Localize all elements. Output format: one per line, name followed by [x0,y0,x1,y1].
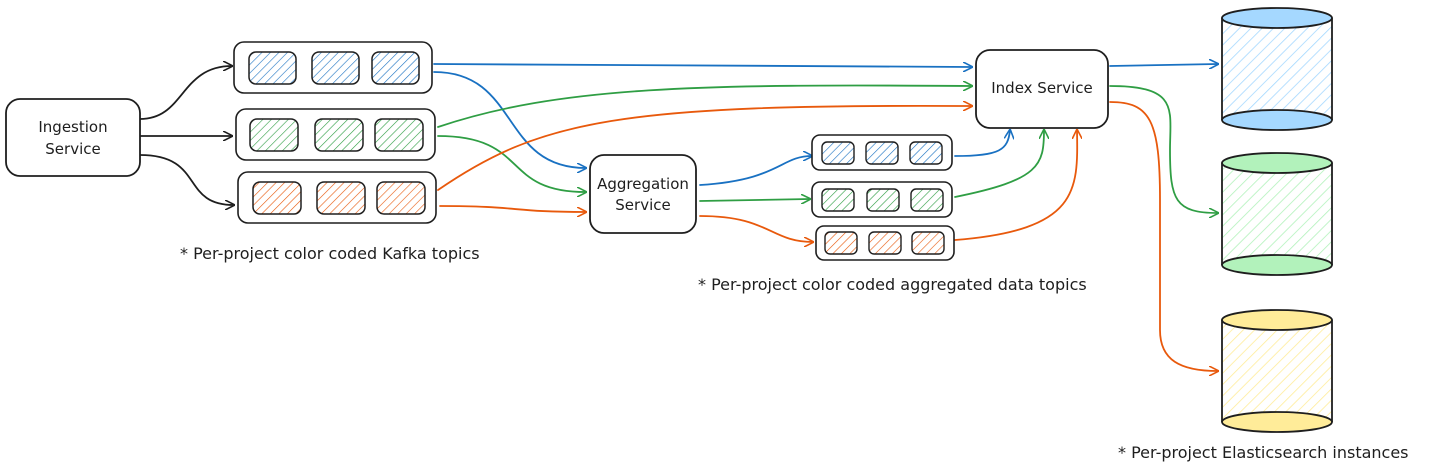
partition [865,141,899,165]
partition [868,231,902,255]
arrow-ingestion-to-blue-topic [139,66,232,120]
aggregated-topic-green[interactable] [811,181,953,218]
partition [909,141,943,165]
connections [139,64,1218,371]
arrow-aggregation-to-green-agg-topic [699,199,810,201]
partition [866,188,900,212]
aggregation-service[interactable]: Aggregation Service [589,154,697,234]
ingestion-service-label-line2: Service [45,140,100,158]
arrow-index-to-green-es [1109,85,1218,213]
partition [821,188,855,212]
arrow-green-agg-topic-to-index [954,130,1044,198]
aggregation-service-label-line2: Service [615,196,670,214]
kafka-topic-green[interactable] [235,108,436,161]
index-service[interactable]: Index Service [975,49,1109,129]
elasticsearch-instance-green[interactable] [1221,152,1333,276]
partition [316,181,366,215]
arrow-blue-topic-to-aggregation [433,71,586,168]
elasticsearch-instance-yellow[interactable] [1221,309,1333,433]
aggregated-topic-blue[interactable] [811,134,953,171]
arrow-orange-topic-to-aggregation [439,205,586,212]
partition [824,231,858,255]
arrow-ingestion-to-orange-topic [139,154,234,205]
aggregation-service-label-line1: Aggregation [597,175,689,193]
aggregated-topic-orange[interactable] [815,225,955,261]
arrow-green-topic-to-index [437,85,972,128]
partition [374,118,424,152]
arrow-index-to-yellow-es [1109,101,1218,371]
aggregated-topics-note: * Per-project color coded aggregated dat… [698,275,1087,294]
kafka-topic-blue[interactable] [233,41,433,94]
arrow-blue-topic-to-index [433,64,972,67]
arrow-index-to-blue-es [1109,64,1218,66]
arrow-blue-agg-topic-to-index [954,130,1010,157]
arrow-aggregation-to-blue-agg-topic [699,156,812,186]
partition [821,141,855,165]
kafka-topics [233,41,437,224]
partition [911,231,945,255]
elasticsearch-instance-blue[interactable] [1221,7,1333,131]
partition [248,51,297,85]
ingestion-service[interactable]: Ingestion Service [5,98,141,177]
partition [910,188,944,212]
elasticsearch-note: * Per-project Elasticsearch instances [1118,443,1409,462]
arrow-green-topic-to-aggregation [437,135,586,192]
partition [371,51,420,85]
index-service-label: Index Service [991,79,1093,97]
kafka-topics-note: * Per-project color coded Kafka topics [180,244,480,263]
partition [249,118,299,152]
arrow-aggregation-to-orange-agg-topic [699,215,813,242]
partition [314,118,364,152]
arrow-orange-topic-to-index [437,106,972,191]
partition [376,181,426,215]
partition [311,51,360,85]
partition [252,181,302,215]
elasticsearch-instances [1221,7,1333,433]
aggregated-topics [811,134,955,261]
ingestion-service-label-line1: Ingestion [38,118,107,136]
kafka-topic-orange[interactable] [237,171,437,224]
arrow-orange-agg-topic-to-index [954,130,1077,241]
